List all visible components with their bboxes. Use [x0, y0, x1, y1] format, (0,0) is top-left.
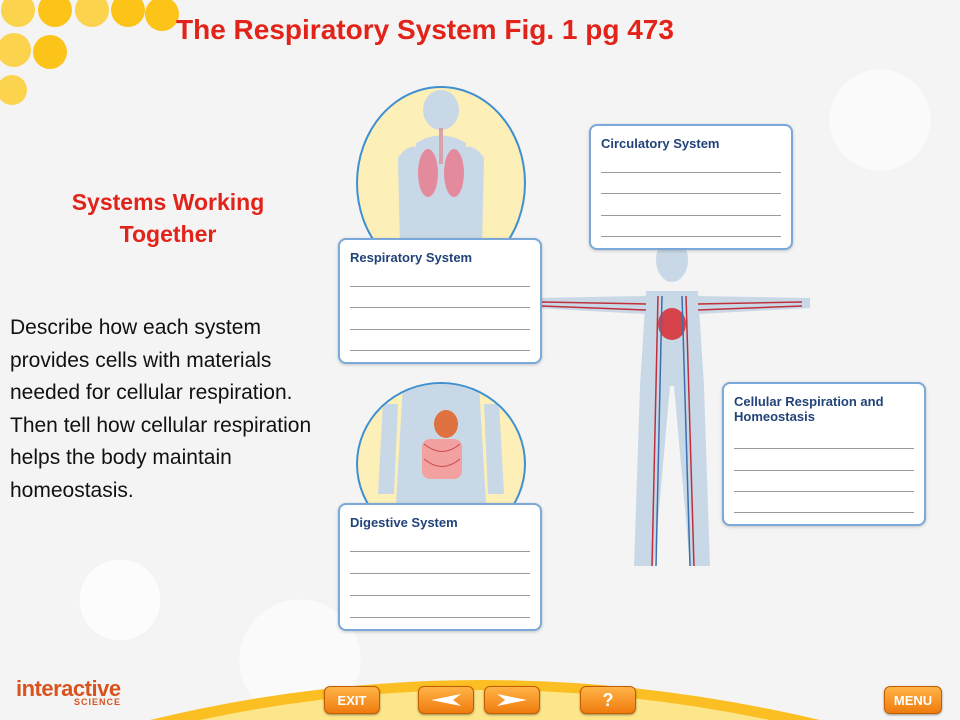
answer-line — [350, 307, 530, 308]
answer-line — [734, 448, 914, 449]
answer-line — [734, 491, 914, 492]
answer-line — [601, 215, 781, 216]
answer-line — [350, 329, 530, 330]
respiratory-system-box: Respiratory System — [338, 238, 542, 364]
abdomen-digestive-illustration — [378, 384, 504, 504]
answer-line — [350, 286, 530, 287]
answer-line — [350, 595, 530, 596]
right-arrow-icon — [497, 694, 527, 706]
circulatory-system-box: Circulatory System — [589, 124, 793, 250]
digestive-system-box: Digestive System — [338, 503, 542, 631]
forward-button[interactable] — [484, 686, 540, 714]
left-arrow-icon — [431, 694, 461, 706]
answer-line — [601, 236, 781, 237]
circulatory-body-illustration — [534, 238, 810, 567]
help-button[interactable]: ? — [580, 686, 636, 714]
exit-button[interactable]: EXIT — [324, 686, 380, 714]
answer-line — [601, 193, 781, 194]
answer-line — [350, 551, 530, 552]
answer-line — [601, 172, 781, 173]
answer-line — [350, 350, 530, 351]
cellular-respiration-box: Cellular Respiration and Homeostasis — [722, 382, 926, 526]
slide-description: Describe how each system provides cells … — [10, 316, 312, 502]
circulatory-system-label: Circulatory System — [601, 136, 720, 151]
footer-bar — [150, 680, 820, 720]
respiratory-system-label: Respiratory System — [350, 250, 473, 265]
back-button[interactable] — [418, 686, 474, 714]
decorative-dots — [0, 0, 179, 105]
cellular-respiration-label: Cellular Respiration and Homeostasis — [734, 394, 884, 424]
digestive-system-label: Digestive System — [350, 515, 458, 530]
answer-line — [350, 573, 530, 574]
answer-line — [734, 512, 914, 513]
answer-line — [734, 470, 914, 471]
interactive-science-logo-sub: SCIENCE — [74, 697, 122, 707]
slide-subtitle: Systems Working Together — [71, 189, 265, 247]
interactive-science-logo: interactive — [16, 676, 121, 701]
answer-line — [350, 617, 530, 618]
slide-title: The Respiratory System Fig. 1 pg 473 — [176, 14, 674, 45]
menu-button[interactable]: MENU — [884, 686, 942, 714]
